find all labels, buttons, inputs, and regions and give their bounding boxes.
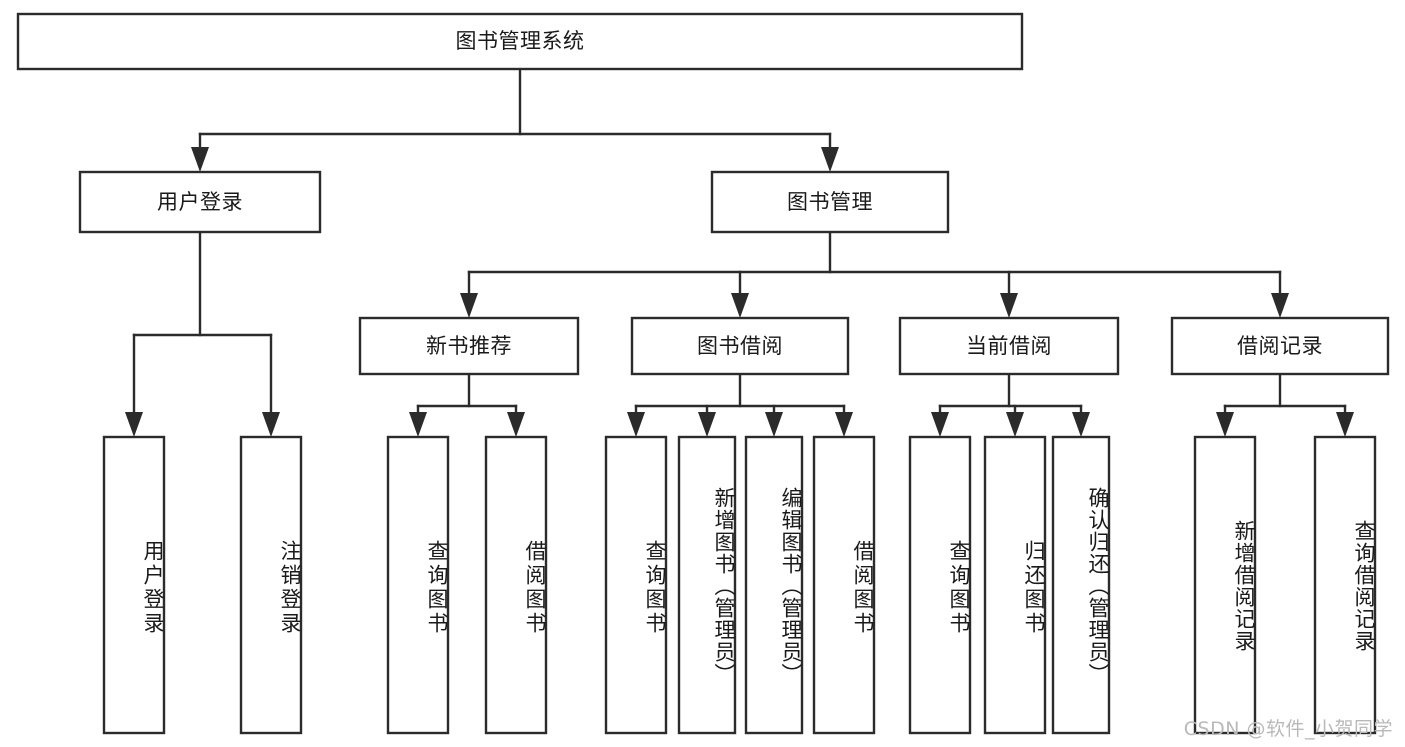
- node-box-new-book-recommend[interactable]: [358, 316, 580, 376]
- node-box-user-logout-leaf[interactable]: [239, 435, 303, 735]
- node-box-book-management[interactable]: [710, 170, 950, 234]
- node-box-current-borrow[interactable]: [898, 316, 1120, 376]
- arrow-head-icon: [1000, 293, 1018, 318]
- arrow-head-icon: [765, 412, 783, 437]
- node-box-add-borrow-record[interactable]: [1193, 435, 1257, 735]
- watermark: CSDN @软件_小贺同学: [1183, 718, 1393, 740]
- arrow-head-icon: [262, 412, 280, 437]
- node-box-book-borrow[interactable]: [630, 316, 850, 376]
- node-box-root[interactable]: [16, 12, 1024, 71]
- arrow-head-icon: [627, 412, 645, 437]
- node-box-borrow-records[interactable]: [1170, 316, 1390, 376]
- arrow-head-icon: [835, 412, 853, 437]
- arrow-head-icon: [1006, 412, 1024, 437]
- arrow-head-icon: [409, 412, 427, 437]
- node-box-user-login-leaf[interactable]: [102, 435, 166, 735]
- node-box-add-book-admin[interactable]: [677, 435, 737, 735]
- arrow-head-icon: [191, 147, 209, 172]
- arrow-head-icon: [731, 293, 749, 318]
- arrow-head-icon: [821, 147, 839, 172]
- arrow-head-icon: [1271, 293, 1289, 318]
- node-box-edit-book-admin[interactable]: [744, 435, 804, 735]
- node-box-query-book-3[interactable]: [908, 435, 972, 735]
- node-box-query-book-1[interactable]: [386, 435, 450, 735]
- arrow-head-icon: [698, 412, 716, 437]
- arrow-head-icon: [125, 412, 143, 437]
- node-box-borrow-book-1[interactable]: [484, 435, 548, 735]
- arrow-head-icon: [460, 293, 478, 318]
- node-box-return-book[interactable]: [983, 435, 1047, 735]
- arrow-head-icon: [1216, 412, 1234, 437]
- node-box-user-login[interactable]: [78, 170, 322, 234]
- node-box-confirm-return-admin[interactable]: [1051, 435, 1111, 735]
- arrow-head-icon: [507, 412, 525, 437]
- box-layer: [16, 12, 1390, 735]
- arrow-head-icon: [1336, 412, 1354, 437]
- arrow-head-icon: [931, 412, 949, 437]
- node-box-query-book-2[interactable]: [604, 435, 668, 735]
- arrow-head-icon: [1072, 412, 1090, 437]
- node-box-query-borrow-record[interactable]: [1313, 435, 1377, 735]
- connector-layer: [125, 67, 1354, 437]
- node-box-borrow-book-2[interactable]: [812, 435, 876, 735]
